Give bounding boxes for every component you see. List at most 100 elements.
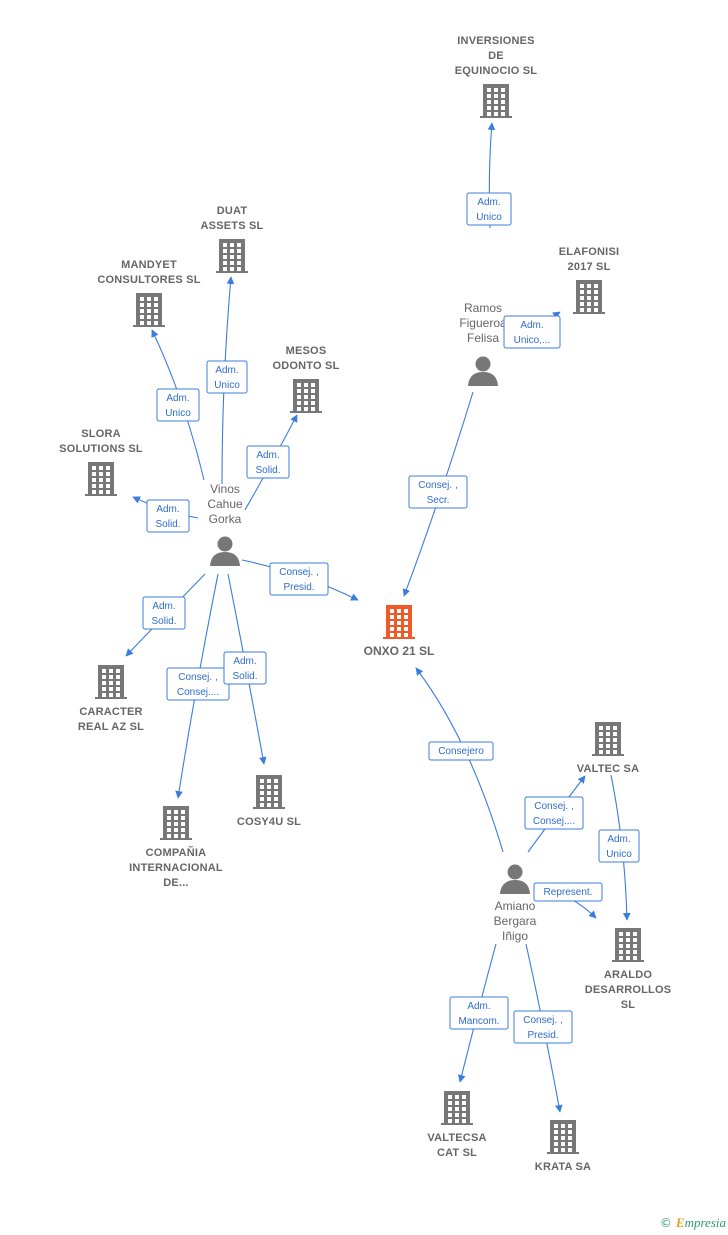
edge-label-text: Presid. (283, 582, 314, 593)
node-label: CARACTER (79, 706, 142, 718)
edge-label-box[interactable]: Adm.Unico (466, 192, 512, 226)
node-valtecsa[interactable]: VALTECSA CAT SL (427, 1091, 486, 1159)
building-icon (383, 605, 415, 639)
edge-label-box[interactable]: Adm. Solid. (146, 499, 190, 533)
node-label: Figueroa (459, 316, 507, 330)
node-label: VALTECSA (427, 1132, 486, 1144)
node-label: MANDYET (121, 259, 177, 271)
node-cosy4u[interactable]: COSY4U SL (237, 775, 301, 828)
node-slora[interactable]: SLORA SOLUTIONS SL (59, 428, 143, 496)
edge-label-text: Consej.... (177, 687, 219, 698)
node-onxo[interactable]: ONXO 21 SL (364, 605, 435, 658)
edge-label-box[interactable]: Adm. Unico (156, 388, 200, 422)
building-icon (547, 1120, 579, 1154)
edge-label-text: Mancom. (458, 1016, 499, 1027)
edge-label-text: Consej. , (178, 672, 217, 683)
edge-label-text: Adm. (256, 450, 279, 461)
edge-label-box[interactable]: Consej. ,Consej.... (524, 796, 584, 830)
building-icon (592, 722, 624, 756)
person-icon (210, 536, 240, 566)
node-label: SL (621, 999, 636, 1011)
edge-label-box[interactable]: Adm.Solid. (223, 651, 267, 685)
node-label: ASSETS SL (201, 220, 264, 232)
node-label: DESARROLLOS (585, 984, 672, 996)
edge-label-text: Adm. (156, 504, 179, 515)
node-label: SOLUTIONS SL (59, 443, 143, 455)
edge-label-text: Adm. (477, 197, 500, 208)
node-label: Ramos (464, 301, 502, 315)
edge-label-box[interactable]: Adm.Unico (206, 360, 248, 394)
edge-label-box[interactable]: Adm. Solid. (142, 596, 186, 630)
brand-initial: E (675, 1215, 685, 1230)
node-valtec[interactable]: VALTEC SA (577, 722, 640, 775)
edge-label-text: Adm. (166, 393, 189, 404)
node-duat[interactable]: DUAT ASSETS SL (201, 205, 264, 273)
building-icon (133, 293, 165, 327)
building-icon (160, 806, 192, 840)
node-label: Felisa (467, 331, 499, 345)
edge-label-text: Solid. (155, 519, 180, 530)
node-label: EQUINOCIO SL (455, 65, 538, 77)
brand-name: mpresia (684, 1215, 726, 1230)
node-label: DUAT (217, 205, 248, 217)
building-icon (85, 462, 117, 496)
edge-label-text: Secr. (427, 495, 450, 506)
edge-label-box[interactable]: Represent. (533, 882, 603, 902)
building-icon (253, 775, 285, 809)
edge-label-text: Consej. , (523, 1015, 562, 1026)
node-label: COSY4U SL (237, 816, 301, 828)
node-compania[interactable]: COMPAÑIAINTERNACIONALDE... (129, 806, 223, 889)
building-icon (480, 84, 512, 118)
edge-label-box[interactable]: Adm.Mancom. (449, 996, 509, 1030)
edge-label-text: Consej.... (533, 816, 575, 827)
edge-label-box[interactable]: Adm. Solid. (246, 445, 290, 479)
edge-label-box[interactable]: Adm.Unico (598, 829, 640, 863)
edge-label-text: Consejero (438, 746, 484, 757)
copyright-symbol: © (659, 1216, 672, 1230)
node-inversiones[interactable]: INVERSIONES DE EQUINOCIO SL (455, 35, 538, 118)
edge-label-box[interactable]: Consej. , Consej.... (166, 667, 230, 701)
node-label: ODONTO SL (273, 360, 340, 372)
edge-label-text: Unico (165, 408, 191, 419)
node-label: Gorka (209, 512, 242, 526)
edge-label-text: Presid. (527, 1030, 558, 1041)
empresia-watermark: ©Empresia (660, 1215, 726, 1231)
node-araldo[interactable]: ARALDO DESARROLLOS SL (585, 928, 672, 1011)
edge-label-box[interactable]: Consej. , Secr. (408, 475, 468, 509)
edge-label-box[interactable]: Consej. ,Presid. (269, 562, 329, 596)
node-label: SLORA (81, 428, 121, 440)
edge-label-text: Adm. (152, 601, 175, 612)
edge-label-text: Solid. (232, 671, 257, 682)
edge-label-text: Consej. , (418, 480, 457, 491)
node-label: CAT SL (437, 1147, 477, 1159)
edge-label-box[interactable]: Consej. , Presid. (513, 1010, 573, 1044)
person-icon (500, 864, 530, 894)
node-krata[interactable]: KRATA SA (535, 1120, 591, 1173)
node-label: Amiano (495, 899, 536, 913)
node-label: INVERSIONES (457, 35, 534, 47)
node-label: ARALDO (604, 969, 652, 981)
edge-label-text: Unico,... (514, 335, 551, 346)
node-label: DE (488, 50, 504, 62)
edge-label-text: Solid. (255, 465, 280, 476)
building-icon (216, 239, 248, 273)
node-label: INTERNACIONAL (129, 862, 223, 874)
person-icon (468, 356, 498, 386)
node-label: ELAFONISI (559, 246, 619, 258)
edge-label-text: Solid. (151, 616, 176, 627)
edge-label-text: Adm. (607, 834, 630, 845)
node-label: Iñigo (502, 929, 528, 943)
edge-label-box[interactable]: Adm.Unico,... (503, 315, 561, 349)
node-label: VALTEC SA (577, 763, 640, 775)
building-icon (95, 665, 127, 699)
edge-label-box[interactable]: Consejero (428, 741, 494, 761)
node-label: COMPAÑIA (146, 846, 207, 859)
